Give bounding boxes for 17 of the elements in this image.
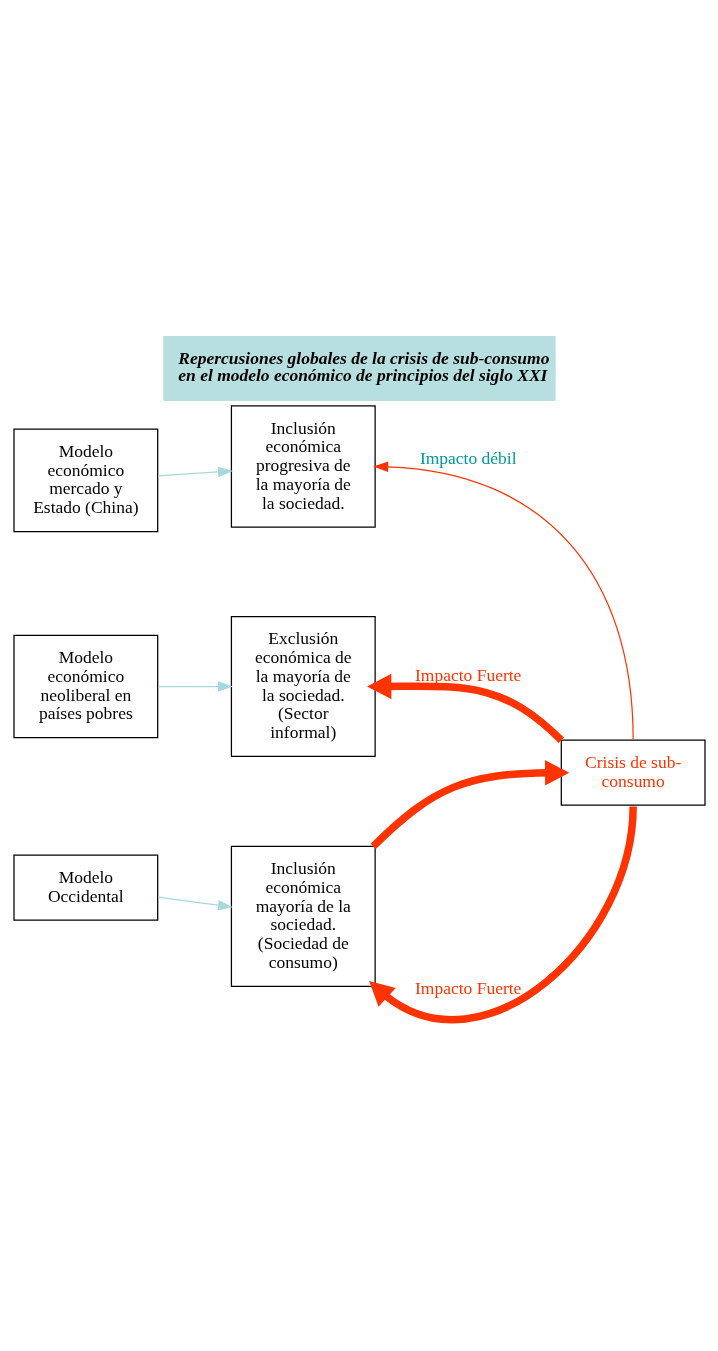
edge-label: Impacto Fuerte xyxy=(414,664,521,685)
arrow xyxy=(372,461,634,740)
diagram-title: Repercusiones globales de la crisis de sub-consumo en el modelo económico de principios del siglo XXI xyxy=(177,347,549,386)
node-box: Modelo económico mercado y Estado (China) xyxy=(12,428,158,533)
arrow xyxy=(366,673,564,743)
arrow xyxy=(156,466,233,478)
edge-label: Impacto débil xyxy=(419,448,517,469)
node-box: Crisis de sub-consumo xyxy=(560,739,706,806)
edge-label: Impacto Fuerte xyxy=(414,978,521,999)
arrow xyxy=(156,896,233,911)
arrow xyxy=(156,681,233,692)
node-box: Exclusión económica de la mayoría de la sociedad. (Sector informal) xyxy=(230,615,376,758)
node-box: Inclusión económica mayoría de la sociedad. (Sociedad de consumo) xyxy=(230,845,376,988)
node-box: Modelo económico neoliberal en países pobres xyxy=(12,634,158,739)
node-box: Inclusión económica progresiva de la mayoría de la sociedad. xyxy=(230,405,376,528)
node-box: Modelo Occidental xyxy=(12,854,158,921)
arrow xyxy=(370,760,569,850)
